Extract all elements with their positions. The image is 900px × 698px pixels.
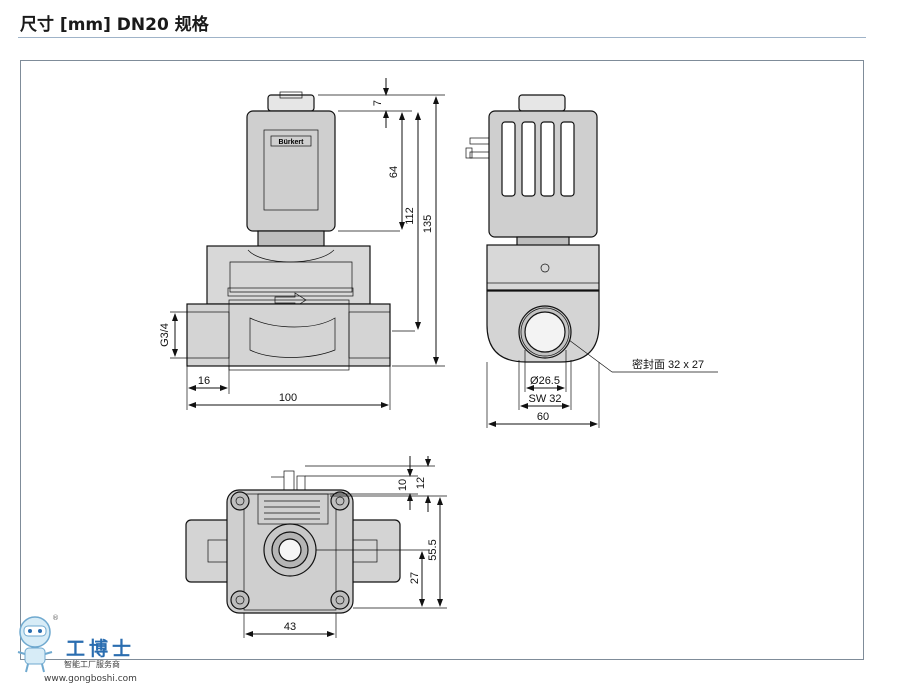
left-port-thread (186, 311, 230, 359)
title-divider (18, 37, 866, 38)
dim-bore: Ø26.5 (530, 375, 560, 387)
dim-10: 10 (397, 479, 409, 491)
dim-43: 43 (284, 621, 296, 633)
bolt-icon (230, 491, 250, 511)
drawing-frame (20, 60, 864, 660)
watermark-name: 工博士 (66, 638, 136, 660)
port-bore (524, 311, 566, 353)
side-view: 密封面 32 x 27 Ø26.5 SW 32 60 (465, 94, 718, 428)
dim-60: 60 (537, 411, 549, 423)
dim-135: 135 (422, 215, 434, 233)
right-port-thread (348, 311, 391, 359)
connector-pin (469, 151, 490, 159)
bolt-icon (330, 590, 350, 610)
robot-mascot-icon (17, 616, 53, 673)
valve-bonnet (206, 245, 371, 305)
dim-g34: G3/4 (159, 323, 171, 347)
dim-55-5: 55.5 (427, 539, 439, 560)
watermark: ® 工博士 智能工厂服务商 www.gongboshi.com (8, 612, 143, 692)
watermark-subtitle: 智能工厂服务商 (64, 660, 120, 669)
bottom-view: 10 12 27 55.5 43 (185, 456, 447, 638)
dim-16: 16 (198, 375, 210, 387)
dim-sw32: SW 32 (528, 393, 561, 405)
coil-housing (246, 110, 336, 232)
brand-label (270, 135, 312, 147)
watermark-url: www.gongboshi.com (44, 674, 137, 684)
registered-mark: ® (52, 614, 59, 622)
dim-7: 7 (372, 100, 384, 106)
dim-100: 100 (279, 392, 297, 404)
dim-27: 27 (409, 572, 421, 584)
bolt-icon (330, 491, 350, 511)
dim-112: 112 (404, 207, 416, 225)
front-view: Bürkert 7 64 112 135 G3/ (159, 78, 445, 410)
dim-seal: 密封面 32 x 27 (632, 357, 704, 371)
brand-text: Bürkert (279, 139, 305, 146)
dim-64: 64 (388, 166, 400, 178)
centre-port (278, 538, 302, 562)
dim-12: 12 (415, 477, 427, 489)
page-title: 尺寸 [mm] DN20 规格 (20, 15, 209, 35)
valve-body (186, 303, 391, 367)
bolt-icon (230, 590, 250, 610)
connector-pin (469, 137, 490, 145)
